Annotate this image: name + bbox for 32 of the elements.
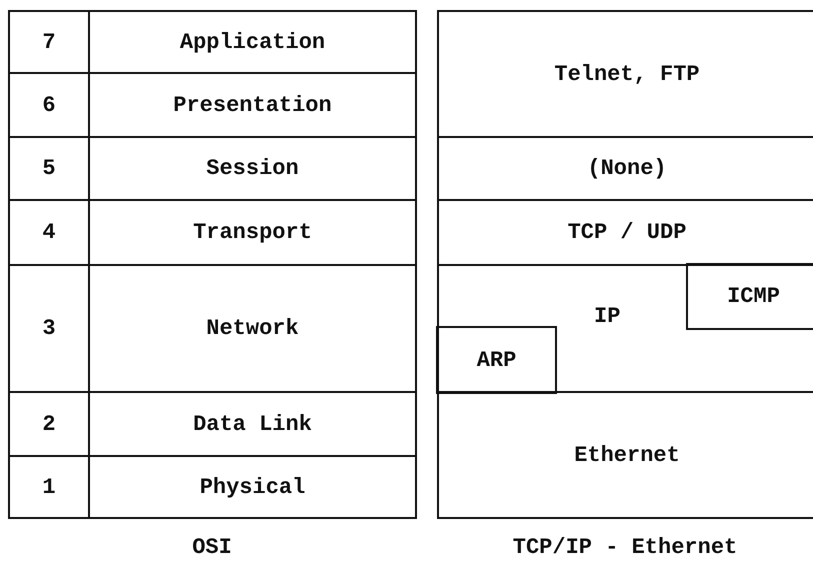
stack-caption: TCP/IP - Ethernet <box>512 535 738 560</box>
protocol-name: TCP / UDP <box>568 220 686 245</box>
protocol-box <box>436 326 557 394</box>
protocol-box <box>437 391 813 519</box>
layer-number-box <box>8 10 90 74</box>
layer-name: Physical <box>200 474 306 500</box>
protocol-box <box>437 10 813 138</box>
osi-layer-box <box>88 455 417 519</box>
layer-name: Application <box>180 30 326 54</box>
layer-name: Data Link <box>193 412 312 436</box>
protocol-box <box>437 264 813 393</box>
osi-layer-box <box>88 10 417 74</box>
layer-number: 4 <box>42 220 56 245</box>
layer-name: Network <box>206 316 299 341</box>
layer-name: Session <box>206 156 299 181</box>
protocol-name: ARP <box>476 348 516 372</box>
protocol-name: Telnet, FTP <box>554 62 700 86</box>
protocol-name: (None) <box>587 156 667 181</box>
protocol-name: Ethernet <box>574 442 680 468</box>
layer-number: 3 <box>42 316 56 341</box>
layer-number: 1 <box>42 474 56 500</box>
layer-number: 5 <box>42 156 56 181</box>
protocol-box <box>686 263 813 330</box>
protocol-name: ICMP <box>727 284 780 309</box>
layer-number-box <box>8 455 90 519</box>
stack-caption: OSI <box>192 535 232 560</box>
protocol-name: IP <box>594 304 620 329</box>
layer-number: 6 <box>42 92 56 118</box>
layer-number: 7 <box>42 30 56 54</box>
layer-name: Presentation <box>173 92 332 118</box>
layer-name: Transport <box>193 220 312 245</box>
layer-number: 2 <box>42 412 56 436</box>
